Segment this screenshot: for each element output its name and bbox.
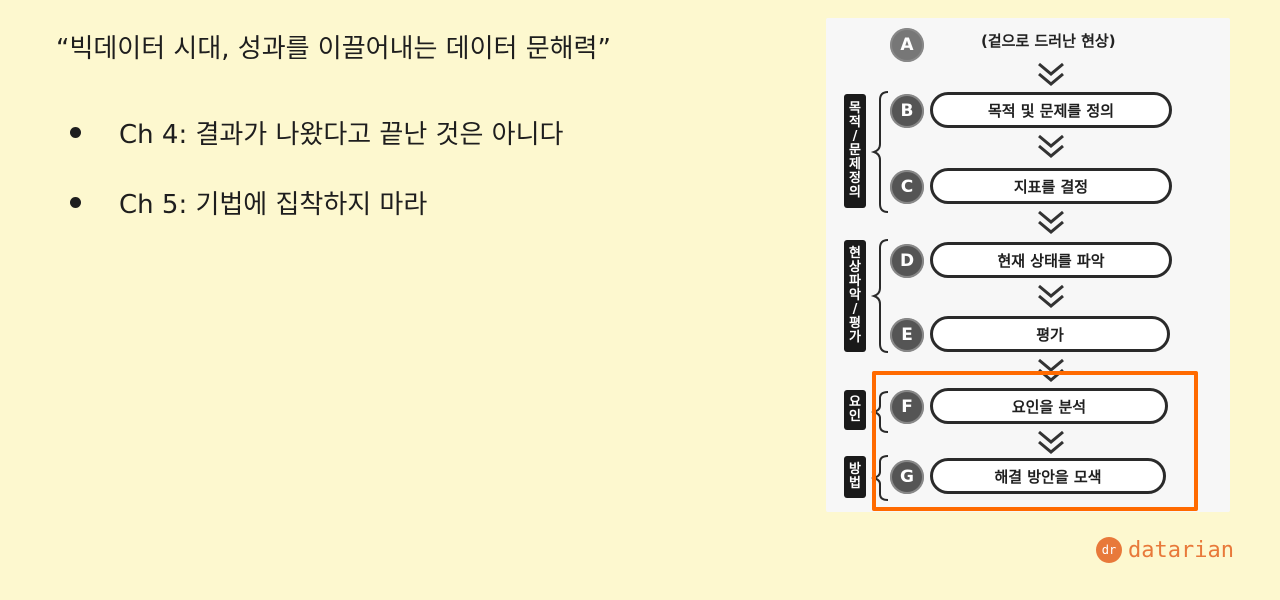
bullet-list: Ch 4: 결과가 나왔다고 끝난 것은 아니다 Ch 5: 기법에 집착하지 … xyxy=(70,112,563,252)
bullet-text: Ch 5: 기법에 집착하지 마라 xyxy=(119,189,428,220)
step-c-box: 지표를 결정 xyxy=(930,168,1172,204)
step-g-badge: G xyxy=(890,460,924,494)
top-phenomenon-text: (겉으로 드러난 현상) xyxy=(981,32,1116,50)
step-a-badge: A xyxy=(890,28,924,62)
bullet-dot-icon xyxy=(70,196,81,208)
step-g-box: 해결 방안을 모색 xyxy=(930,458,1166,494)
slide-title: “빅데이터 시대, 성과를 이끌어내는 데이터 문해력” xyxy=(56,34,611,64)
flowchart-image: A (겉으로 드러난 현상) B 목적 및 문제를 정의 C 지표를 결정 D … xyxy=(826,18,1230,512)
step-e-badge: E xyxy=(890,318,924,352)
step-b-box: 목적 및 문제를 정의 xyxy=(930,92,1172,128)
brand-logo: dr datarian xyxy=(1096,537,1234,563)
step-f-box: 요인을 분석 xyxy=(930,388,1168,424)
bullet-dot-icon xyxy=(70,126,81,138)
step-d-badge: D xyxy=(890,244,924,278)
bullet-item-ch5: Ch 5: 기법에 집착하지 마라 xyxy=(70,182,563,222)
highlight-box xyxy=(872,371,1198,511)
bullet-text: Ch 4: 결과가 나왔다고 끝난 것은 아니다 xyxy=(119,119,564,150)
step-e-box: 평가 xyxy=(930,316,1170,352)
bullet-item-ch4: Ch 4: 결과가 나왔다고 끝난 것은 아니다 xyxy=(70,112,563,152)
step-f-badge: F xyxy=(890,390,924,424)
step-c-badge: C xyxy=(890,170,924,204)
step-b-badge: B xyxy=(890,94,924,128)
brand-name: datarian xyxy=(1128,537,1234,563)
brand-mark-icon: dr xyxy=(1096,537,1123,563)
step-d-box: 현재 상태를 파악 xyxy=(930,242,1172,278)
